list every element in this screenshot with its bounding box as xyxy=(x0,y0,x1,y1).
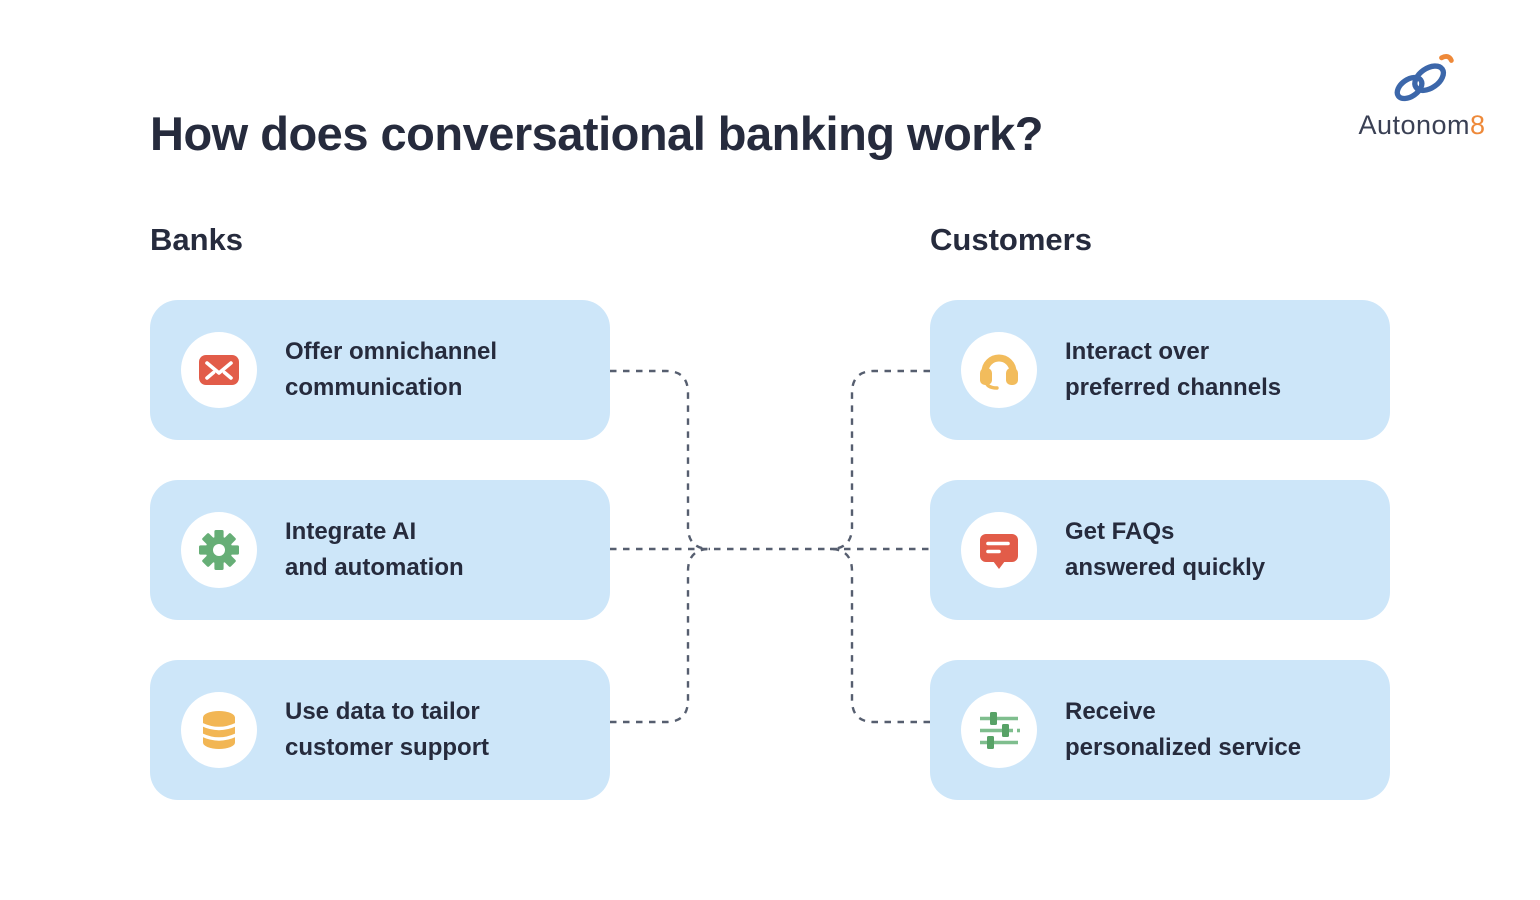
logo-accent-8: 8 xyxy=(1470,110,1486,140)
card-get-faqs: Get FAQs answered quickly xyxy=(930,480,1390,620)
chat-bubble-icon xyxy=(980,534,1018,569)
card-label-line1: Get FAQs xyxy=(1065,518,1175,545)
sliders-icon xyxy=(980,712,1020,749)
card-personalized-service: Receive personalized service xyxy=(930,660,1390,800)
banks-heading: Banks xyxy=(150,222,244,257)
card-label-line2: preferred channels xyxy=(1065,374,1282,401)
icon-circle xyxy=(181,332,257,408)
connector-top-right xyxy=(829,369,930,551)
connector-top-left xyxy=(610,369,711,551)
headset-icon xyxy=(980,354,1018,390)
card-label: Use data to tailor customer support xyxy=(285,694,489,766)
card-integrate-ai: Integrate AI and automation xyxy=(150,480,610,620)
customers-heading: Customers xyxy=(930,222,1092,257)
connector-bottom-right xyxy=(829,547,930,724)
card-label-line2: customer support xyxy=(285,734,490,761)
icon-circle xyxy=(961,512,1037,588)
card-label-line1: Interact over xyxy=(1065,338,1210,365)
card-label: Get FAQs answered quickly xyxy=(1065,514,1265,586)
autonom8-logo-icon xyxy=(1394,54,1454,102)
icon-circle xyxy=(181,692,257,768)
database-icon xyxy=(201,711,237,749)
card-label: Interact over preferred channels xyxy=(1065,334,1281,406)
card-offer-omnichannel: Offer omnichannel communication xyxy=(150,300,610,440)
card-label-line2: and automation xyxy=(285,554,464,581)
icon-circle xyxy=(961,332,1037,408)
card-interact-channels: Interact over preferred channels xyxy=(930,300,1390,440)
envelope-icon xyxy=(199,355,239,385)
card-label: Receive personalized service xyxy=(1065,694,1301,766)
card-label-line2: answered quickly xyxy=(1065,554,1266,581)
card-use-data: Use data to tailor customer support xyxy=(150,660,610,800)
icon-circle xyxy=(181,512,257,588)
card-label-line2: personalized service xyxy=(1065,734,1302,761)
card-label: Integrate AI and automation xyxy=(285,514,464,586)
page-title: How does conversational banking work? xyxy=(150,107,1043,160)
connector-bottom-left xyxy=(610,547,711,724)
logo-text: Autonom xyxy=(1358,110,1471,140)
icon-circle xyxy=(961,692,1037,768)
card-label-line1: Integrate AI xyxy=(285,518,417,545)
logo-wordmark: Autonom8 xyxy=(1352,110,1492,141)
card-label-line2: communication xyxy=(285,374,463,401)
card-label: Offer omnichannel communication xyxy=(285,334,497,406)
card-label-line1: Use data to tailor xyxy=(285,698,480,725)
card-label-line1: Offer omnichannel xyxy=(285,338,498,365)
autonom8-logo: Autonom8 xyxy=(1352,48,1492,141)
card-label-line1: Receive xyxy=(1065,698,1156,725)
gear-icon xyxy=(199,530,239,570)
